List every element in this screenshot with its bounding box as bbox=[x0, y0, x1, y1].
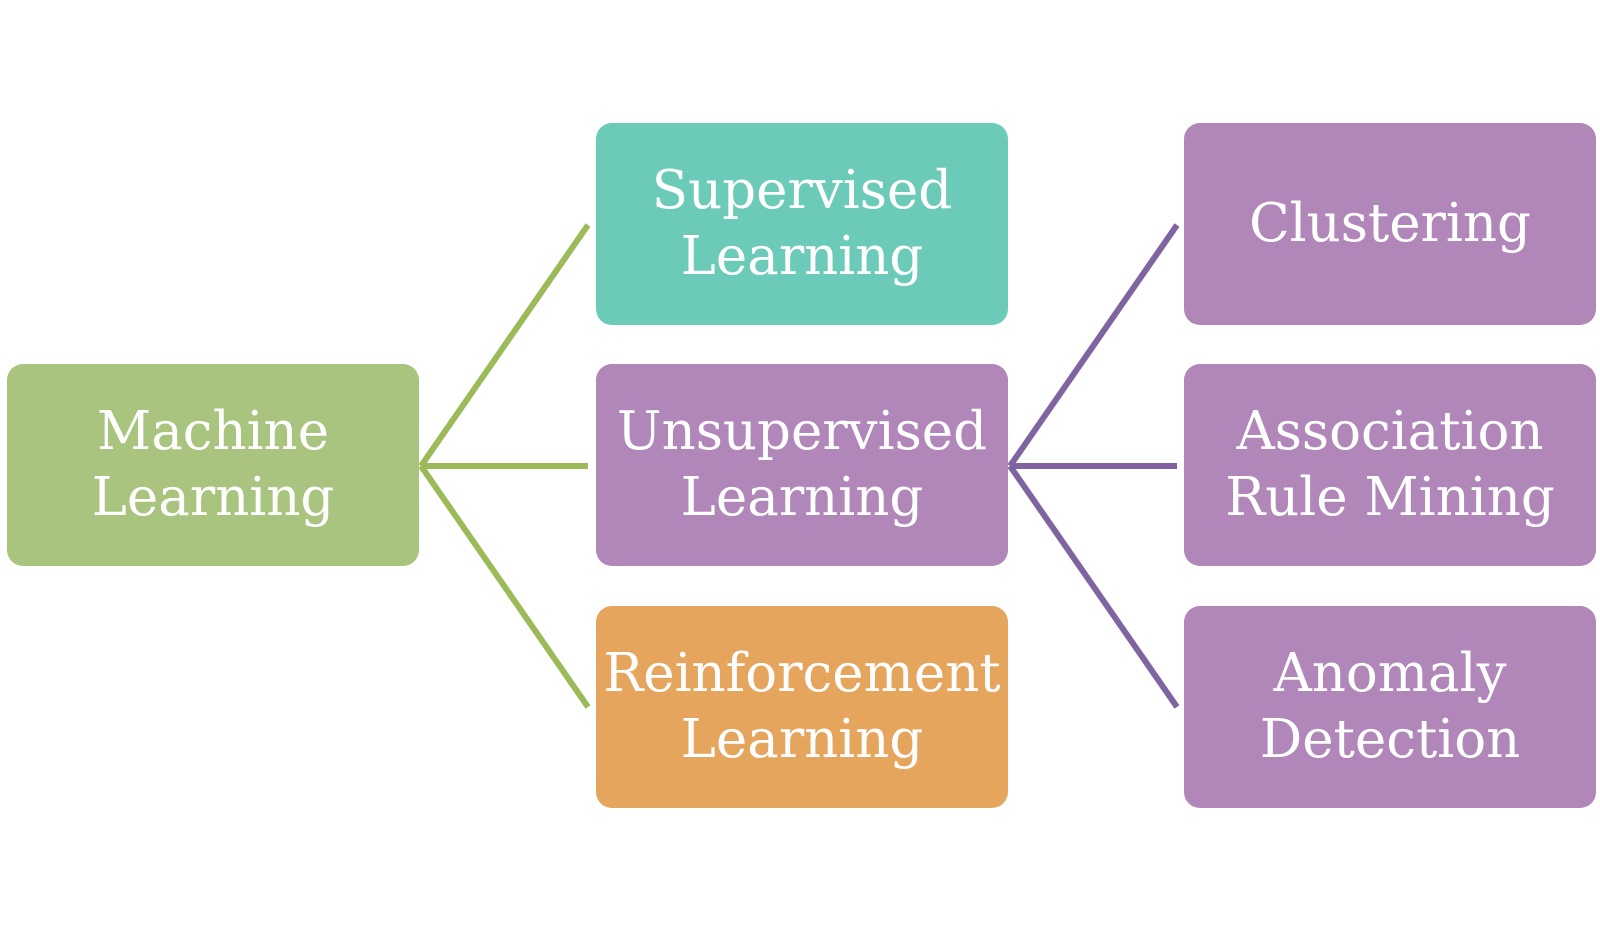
node-label: Unsupervised Learning bbox=[616, 401, 988, 528]
node-label: Machine Learning bbox=[91, 401, 335, 528]
edge-unsupervised-anomaly bbox=[1007, 464, 1180, 709]
node-association-rule-mining: Association Rule Mining bbox=[1184, 364, 1596, 566]
node-machine-learning: Machine Learning bbox=[7, 364, 419, 566]
edge-root-supervised bbox=[418, 223, 591, 468]
edge-unsupervised-clustering bbox=[1007, 223, 1180, 468]
node-label: Supervised Learning bbox=[651, 160, 953, 287]
node-unsupervised-learning: Unsupervised Learning bbox=[596, 364, 1008, 566]
node-label: Association Rule Mining bbox=[1225, 401, 1555, 528]
node-label: Clustering bbox=[1249, 193, 1531, 254]
node-label: Reinforcement Learning bbox=[603, 643, 1001, 770]
node-supervised-learning: Supervised Learning bbox=[596, 123, 1008, 325]
edge-root-reinforcement bbox=[418, 464, 591, 709]
node-reinforcement-learning: Reinforcement Learning bbox=[596, 606, 1008, 808]
node-label: Anomaly Detection bbox=[1259, 643, 1521, 770]
node-anomaly-detection: Anomaly Detection bbox=[1184, 606, 1596, 808]
node-clustering: Clustering bbox=[1184, 123, 1596, 325]
